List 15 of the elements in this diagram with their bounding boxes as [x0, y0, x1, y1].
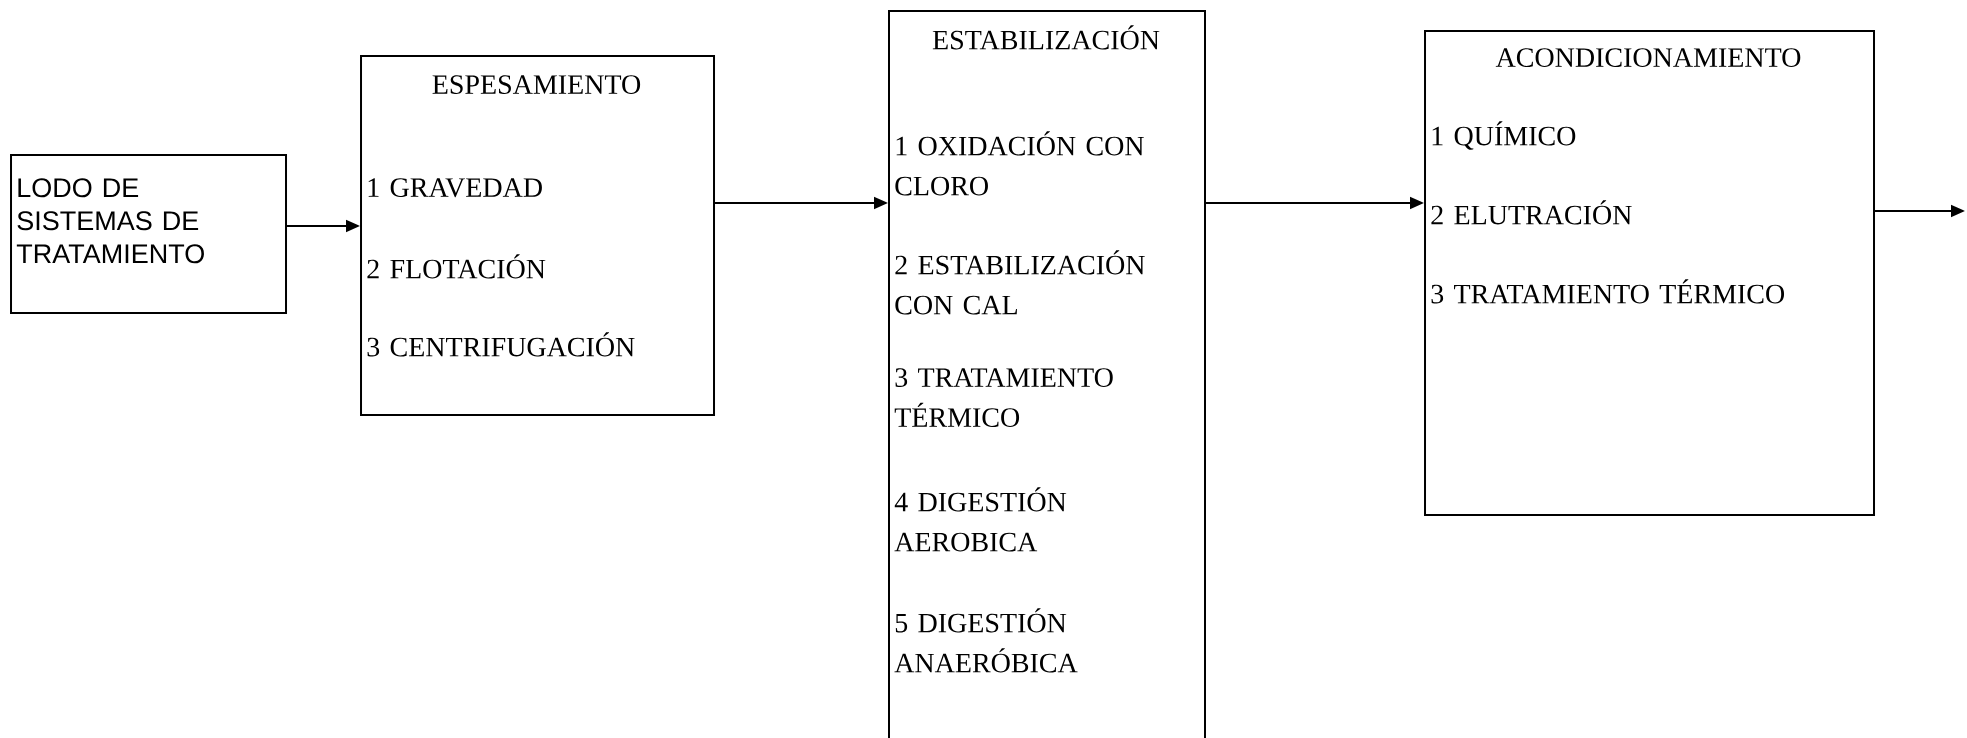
box-label: LODO DE SISTEMAS DE TRATAMIENTO: [16, 178, 204, 264]
list-item: 3 TRATAMIENTO TÉRMICO: [894, 368, 1113, 427]
box-heading: ACONDICIONAMIENTO: [1495, 48, 1801, 67]
list-item: 3 TRATAMIENTO TÉRMICO: [1431, 279, 1785, 304]
list-item: 2 ESTABILIZACIÓN CON CAL: [895, 250, 1145, 315]
list-item: 4 DIGESTIÓN AEROBICA: [894, 487, 1067, 552]
list-item: 3 CENTRIFUGACIÓN: [367, 332, 635, 357]
list-item: 1 GRAVEDAD: [368, 178, 542, 198]
list-item: 1 QUÍMICO: [1432, 121, 1576, 150]
list-item: 1 OXIDACIÓN CON CLORO: [895, 131, 1144, 196]
box-heading: ESTABILIZACIÓN: [932, 25, 1160, 50]
list-item: 5 DIGESTIÓN ANAERÓBICA: [894, 608, 1078, 673]
box-heading: ESPESAMIENTO: [432, 75, 641, 94]
list-item: 2 FLOTACIÓN: [367, 254, 546, 279]
list-item: 2 ELUTRACIÓN: [1431, 200, 1632, 225]
